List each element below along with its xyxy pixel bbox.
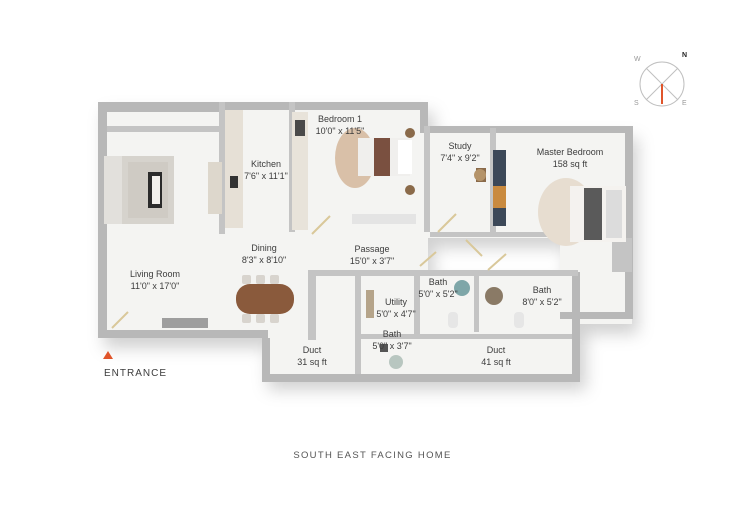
study-desk xyxy=(474,168,486,182)
compass-s: S xyxy=(634,100,639,107)
compass: N E S W xyxy=(630,48,700,118)
room-name: Passage xyxy=(354,244,390,254)
kitchen-counter xyxy=(208,110,308,230)
room-size: 11'0" x 17'0" xyxy=(130,281,180,291)
living-console xyxy=(162,318,208,328)
study-shelf xyxy=(493,186,506,208)
room-size: 158 sq ft xyxy=(552,159,588,169)
compass-n: N xyxy=(682,52,688,59)
room-name: Utility xyxy=(384,297,407,307)
room-size: 10'0" x 11'5" xyxy=(315,126,365,136)
room-label-bath-b: Bath 8'0" x 5'2" xyxy=(522,284,561,308)
room-size: 8'3" x 8'10" xyxy=(241,255,287,265)
room-label-kitchen: Kitchen 7'6" x 11'1" xyxy=(244,158,288,182)
room-name: Duct xyxy=(302,345,322,355)
room-label-master-bedroom: Master Bedroom 158 sq ft xyxy=(537,146,604,170)
room-name: Bath xyxy=(382,329,402,339)
dining-table xyxy=(236,275,294,323)
room-size: 5'0" x 5'2" xyxy=(418,289,458,299)
room-size: 15'0" x 3'7" xyxy=(349,256,395,266)
room-name: Dining xyxy=(251,243,277,253)
entrance-label: ENTRANCE xyxy=(104,368,168,379)
room-size: 5'0" x 3'7" xyxy=(372,341,412,351)
room-label-living-room: Living Room 11'0" x 17'0" xyxy=(130,268,180,292)
room-name: Duct xyxy=(486,345,506,355)
room-size: 31 sq ft xyxy=(297,357,327,367)
bath-fixtures xyxy=(366,280,524,369)
door-swings xyxy=(111,213,507,329)
plan-title: SOUTH EAST FACING HOME xyxy=(293,450,452,461)
room-name: Study xyxy=(448,141,472,151)
room-name: Living Room xyxy=(129,269,181,279)
room-size: 5'0" x 4'7" xyxy=(376,309,416,319)
living-sofa xyxy=(104,156,174,224)
room-name: Bath xyxy=(532,285,552,295)
room-label-bath-c: Bath 5'0" x 3'7" xyxy=(372,328,411,352)
room-size: 41 sq ft xyxy=(481,357,511,367)
compass-rose-icon xyxy=(639,61,685,107)
room-label-study: Study 7'4" x 9'2" xyxy=(440,140,479,164)
compass-e: E xyxy=(682,100,687,107)
bedroom1-bed xyxy=(335,128,416,224)
exterior-walls xyxy=(98,102,633,382)
room-label-duct-a: Duct 31 sq ft xyxy=(297,344,327,368)
room-size: 8'0" x 5'2" xyxy=(522,297,562,307)
room-name: Kitchen xyxy=(250,159,282,169)
master-bed xyxy=(538,178,626,246)
entrance-marker-icon xyxy=(103,351,113,359)
compass-w: W xyxy=(634,56,641,63)
room-label-dining: Dining 8'3" x 8'10" xyxy=(242,242,286,266)
room-label-bedroom-1: Bedroom 1 10'0" x 11'5" xyxy=(316,113,365,137)
room-label-duct-b: Duct 41 sq ft xyxy=(481,344,511,368)
room-label-utility: Utility 5'0" x 4'7" xyxy=(376,296,415,320)
room-size: 7'4" x 9'2" xyxy=(440,153,480,163)
room-name: Master Bedroom xyxy=(536,147,604,157)
room-name: Bath xyxy=(428,277,448,287)
room-label-passage: Passage 15'0" x 3'7" xyxy=(350,243,394,267)
room-label-bath-a: Bath 5'0" x 5'2" xyxy=(418,276,457,300)
room-size: 7'6" x 11'1" xyxy=(244,171,288,181)
room-name: Bedroom 1 xyxy=(317,114,363,124)
